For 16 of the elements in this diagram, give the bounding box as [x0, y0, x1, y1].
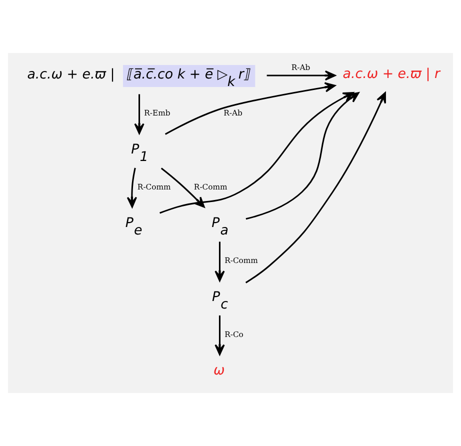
arrow [126, 168, 138, 208]
arrow [214, 315, 225, 356]
arrow [134, 94, 144, 134]
edge-label: R-Ab [291, 63, 310, 72]
edge-label: R-Emb [144, 108, 170, 118]
node-text: a.c.ω + e.ϖ | r [342, 67, 440, 82]
node-text: ω [214, 364, 225, 379]
edge-label: R-Co [224, 330, 244, 339]
edge-label: R-Comm [137, 182, 171, 192]
arrow [214, 242, 225, 282]
edge-label: R-Comm [224, 256, 258, 266]
edge-label: R-Comm [194, 182, 228, 192]
node-label: a.c.ω + e.ϖ | [27, 68, 115, 83]
arrow [266, 70, 336, 81]
edge-label: R-Ab [224, 108, 242, 118]
arrow [164, 82, 336, 135]
